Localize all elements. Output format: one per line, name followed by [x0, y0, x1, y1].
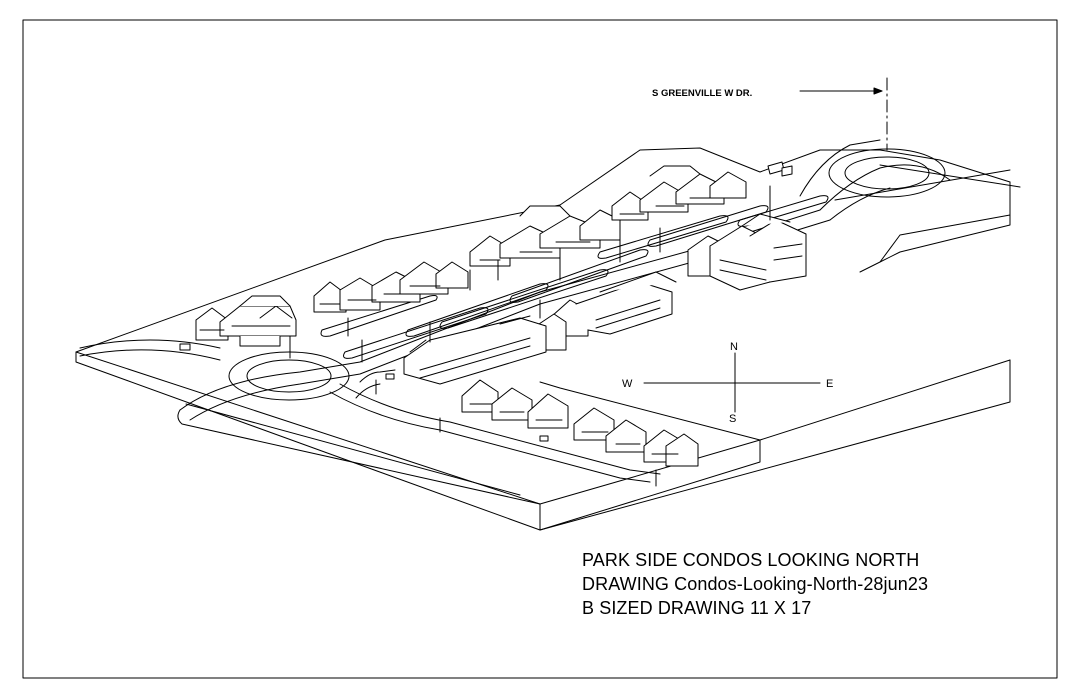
street-pointer: [799, 77, 888, 151]
title-block: PARK SIDE CONDOS LOOKING NORTH DRAWING C…: [582, 548, 928, 620]
building-east-large: [687, 213, 807, 291]
building-north-east-row: [611, 165, 747, 221]
roundabout-west: [246, 359, 332, 393]
building-north-middle-row: [469, 205, 621, 267]
title-line-sheet-size: B SIZED DRAWING 11 X 17: [582, 598, 812, 618]
compass-north: N: [730, 341, 738, 353]
building-central-long-row: [535, 271, 677, 351]
roundabouts: [228, 148, 946, 401]
compass-west: W: [622, 378, 633, 390]
buildings: [195, 161, 807, 467]
kiosk: [767, 161, 793, 177]
drawing-border: [22, 19, 1058, 679]
parking-islands: [320, 195, 829, 399]
building-south-long-row: [403, 315, 547, 385]
site-details: [179, 185, 771, 487]
compass-east: E: [826, 378, 833, 390]
roundabout-east: [844, 156, 930, 190]
street-label: S GREENVILLE W DR.: [652, 88, 752, 99]
compass-rose: [643, 352, 821, 413]
title-line-project: PARK SIDE CONDOS LOOKING NORTH: [582, 550, 920, 570]
title-line-drawing-name: DRAWING Condos-Looking-North-28jun23: [582, 574, 929, 594]
compass-south: S: [729, 413, 736, 425]
building-west-cluster: [195, 295, 297, 347]
building-southeast-row: [461, 379, 699, 467]
building-northwest-row: [313, 261, 469, 313]
